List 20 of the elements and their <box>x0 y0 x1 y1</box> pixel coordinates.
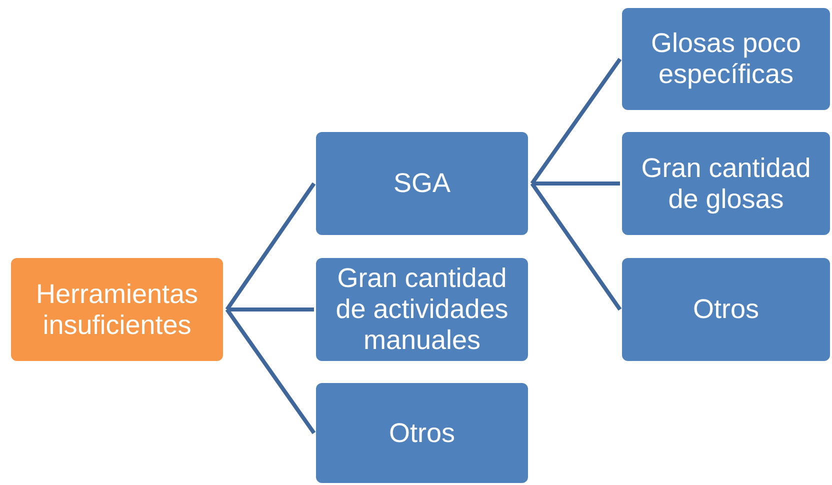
connector-line <box>532 182 620 186</box>
box-label: Otros <box>388 418 455 448</box>
category-box <box>316 258 528 361</box>
connector-line <box>530 182 622 311</box>
box-label: Gran cantidad de actividades manuales <box>334 263 510 356</box>
connector-line <box>530 58 622 185</box>
category-box <box>316 383 528 483</box>
box-label: Gran cantidad de glosas <box>640 152 812 214</box>
box-label: Glosas poco específicas <box>650 28 802 90</box>
box-label: Otros <box>692 294 759 325</box>
category-box <box>316 132 528 235</box>
box-label: Herramientas insuficientes <box>34 278 200 340</box>
box-label: SGA <box>393 168 451 199</box>
category-box <box>622 132 830 235</box>
connector-line <box>225 308 316 434</box>
connector-line <box>227 308 314 312</box>
category-box <box>622 258 830 361</box>
category-box <box>622 8 830 110</box>
root-box <box>11 258 223 361</box>
connector-line <box>225 182 316 311</box>
